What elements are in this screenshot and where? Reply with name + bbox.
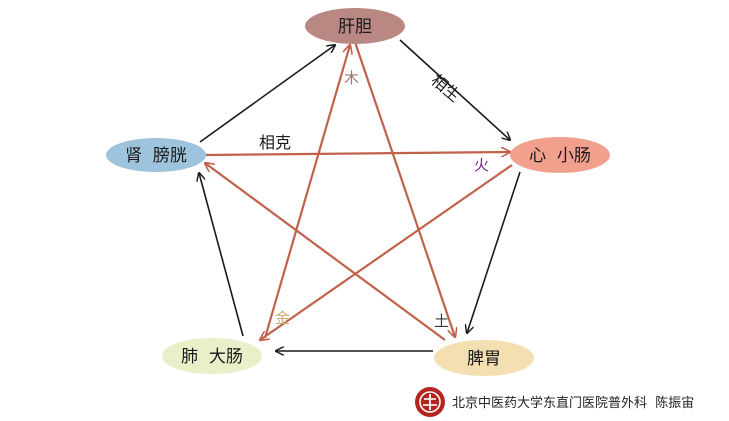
node-heart-shape — [510, 137, 610, 173]
generating-label: 相生 — [427, 71, 464, 106]
arrow-lung-to-kidney — [199, 173, 244, 337]
node-lung-label: 肺 大肠 — [181, 347, 243, 367]
arrow-kidney-to-liver — [199, 45, 335, 143]
node-spleen: 脾胃 — [434, 340, 534, 376]
footer-credit-text: 北京中医药大学东直门医院普外科 陈振宙 — [452, 395, 694, 411]
arrow-lung-to-liver — [263, 45, 350, 339]
element-label-fire: 火 — [474, 156, 489, 174]
element-label-metal: 金 — [275, 309, 290, 327]
node-spleen-shape — [434, 340, 534, 376]
node-heart-label: 心 小肠 — [529, 146, 591, 166]
node-liver-label: 肝胆 — [338, 17, 372, 37]
restraining-cycle — [204, 41, 513, 341]
arrow-heart-to-lung — [260, 164, 513, 340]
node-heart: 心 小肠 — [510, 137, 610, 173]
node-spleen-label: 脾胃 — [467, 349, 501, 369]
node-liver: 肝胆 — [305, 8, 405, 44]
node-liver-shape — [305, 8, 405, 44]
arrow-liver-to-spleen — [353, 41, 455, 337]
node-kidney: 肾 膀胱 — [106, 138, 206, 172]
arrow-kidney-to-heart — [204, 152, 510, 155]
node-kidney-shape — [106, 138, 206, 172]
element-label-wood: 木 — [344, 69, 359, 87]
arrow-spleen-to-kidney — [205, 163, 446, 341]
element-label-earth: 土 — [434, 312, 449, 330]
generating-cycle — [199, 39, 521, 351]
node-lung: 肺 大肠 — [162, 338, 262, 374]
footer-watermark: 北京中医药大学东直门医院普外科 陈振宙 — [415, 387, 694, 417]
node-lung-shape — [162, 338, 262, 374]
node-kidney-label: 肾 膀胱 — [125, 146, 187, 166]
arrow-heart-to-spleen — [467, 171, 521, 333]
arrow-liver-to-heart — [399, 39, 510, 140]
hospital-logo-icon — [415, 387, 445, 417]
restraining-label: 相克 — [259, 133, 291, 152]
